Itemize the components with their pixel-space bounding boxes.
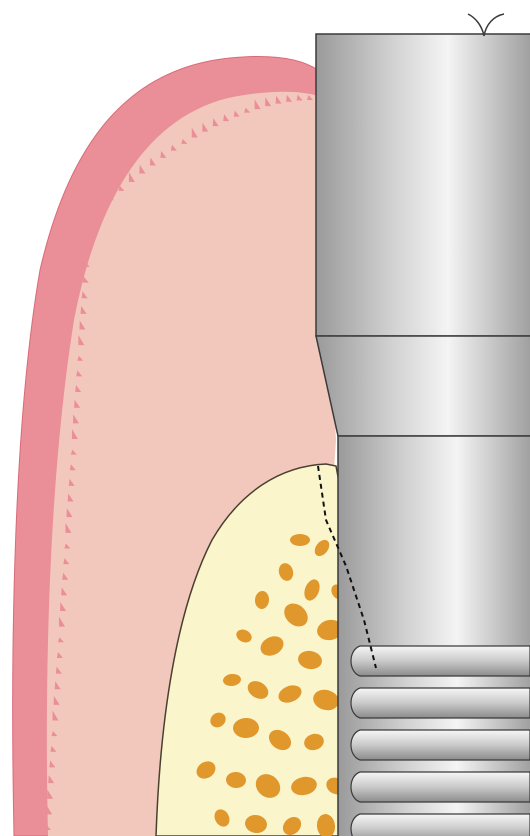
implant-thread: [351, 772, 530, 802]
implant-thread: [351, 730, 530, 760]
suture: [468, 14, 504, 36]
implant-collar: [316, 336, 530, 436]
trabecula: [290, 534, 310, 546]
implant-thread: [351, 646, 530, 676]
implant-thread: [351, 688, 530, 718]
implant-abutment: [316, 34, 530, 336]
implant-thread: [351, 814, 530, 836]
